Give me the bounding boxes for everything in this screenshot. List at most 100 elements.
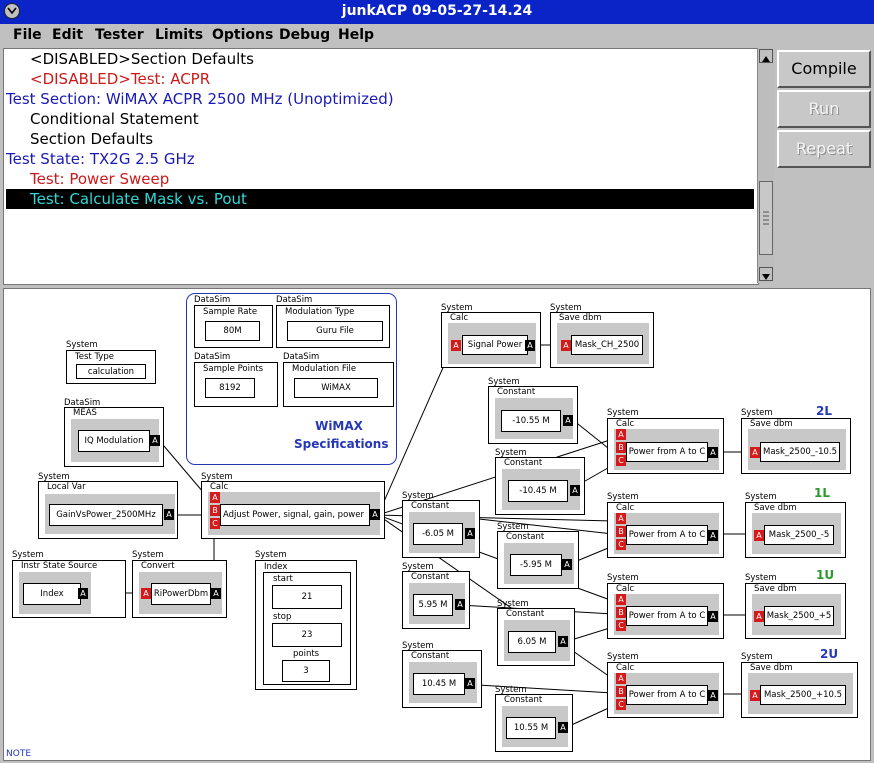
input-port-a[interactable]: A [750,447,760,458]
input-port-c[interactable]: C [616,539,626,550]
tree-item[interactable]: Section Defaults [30,130,154,148]
constant-block[interactable]: Constant -6.05 M A [402,500,480,558]
output-port[interactable]: A [78,588,88,599]
instr-state-block[interactable]: Instr State Source Index A [12,560,126,618]
output-port[interactable]: A [150,435,160,446]
constant-block[interactable]: Constant 10.55 M A [495,694,573,752]
points-value[interactable]: 3 [282,660,330,682]
input-port-c[interactable]: C [616,699,626,710]
input-port-a[interactable]: A [616,673,626,684]
menu-debug[interactable]: Debug [279,27,331,43]
tree-item-selected[interactable]: Test: Calculate Mask vs. Pout [6,189,754,209]
constant-block[interactable]: Constant -5.95 M A [497,531,579,589]
menu-file[interactable]: File [13,27,42,43]
output-port[interactable]: A [370,509,380,520]
input-port-b[interactable]: B [616,526,626,537]
output-port[interactable]: A [211,588,221,599]
tree-item[interactable]: Test State: TX2G 2.5 GHz [6,150,195,168]
calc-signal-block[interactable]: Calc Signal Power A A [441,312,541,368]
input-port-b[interactable]: B [616,686,626,697]
input-port-b[interactable]: B [210,505,220,516]
calc-1u-block[interactable]: Calc Power from A to C A B C A [607,583,724,639]
scroll-thumb[interactable] [759,181,773,255]
input-port-c[interactable]: C [616,620,626,631]
run-button[interactable]: Run [777,90,871,128]
menu-help[interactable]: Help [338,27,375,43]
output-port[interactable]: A [708,447,718,458]
input-port-a[interactable]: A [616,513,626,524]
input-port-a[interactable]: A [451,340,461,351]
calc-1l-block[interactable]: Calc Power from A to C A B C A [607,502,724,558]
output-port[interactable]: A [563,415,573,426]
constant-block[interactable]: Constant 6.05 M A [497,608,575,666]
tree-scrollbar[interactable] [757,48,774,283]
output-port[interactable]: A [708,530,718,541]
scroll-up-icon[interactable] [759,49,773,63]
menu-limits[interactable]: Limits [155,27,204,43]
stop-value[interactable]: 23 [272,623,342,647]
save-1u-block[interactable]: Save dbm Mask_2500_+5 A [745,583,846,639]
tree-item[interactable]: Test: Power Sweep [30,170,170,188]
block-owner: System [38,472,70,482]
tree-item[interactable]: <DISABLED>Section Defaults [30,50,254,68]
sample-rate-block[interactable]: Sample Rate 80M [194,305,273,348]
output-port[interactable]: A [558,722,568,733]
output-port[interactable]: A [558,636,568,647]
input-port-a[interactable]: A [754,530,764,541]
save-ch-block[interactable]: Save dbm Mask_CH_2500 A [550,312,654,368]
output-port[interactable]: A [465,678,475,689]
input-port-a[interactable]: A [750,690,760,701]
tree-item[interactable]: <DISABLED>Test: ACPR [30,70,211,88]
output-port[interactable]: A [164,509,174,520]
input-port-b[interactable]: B [616,442,626,453]
output-port[interactable]: A [465,528,475,539]
input-port-c[interactable]: C [616,455,626,466]
block-title: Constant [504,695,543,705]
save-1l-block[interactable]: Save dbm Mask_2500_-5 A [745,502,846,558]
modulation-type-block[interactable]: Modulation Type Guru File [276,305,390,348]
compile-button[interactable]: Compile [777,50,871,88]
scroll-down-icon[interactable] [759,267,773,281]
meas-block[interactable]: MEAS IQ Modulation A [64,407,164,467]
output-port[interactable]: A [708,690,718,701]
modulation-file-block[interactable]: Modulation File WiMAX [283,362,394,407]
menu-edit[interactable]: Edit [52,27,84,43]
output-port[interactable]: A [455,599,465,610]
local-var-block[interactable]: Local Var GainVsPower_2500MHz A [38,481,178,539]
output-port[interactable]: A [708,611,718,622]
save-2u-block[interactable]: Save dbm Mask_2500_+10.5 A [741,662,858,718]
constant-block[interactable]: Constant -10.45 M A [495,457,585,515]
menu-options[interactable]: Options [212,27,274,43]
output-port[interactable]: A [570,485,580,496]
input-port-a[interactable]: A [616,429,626,440]
input-port-c[interactable]: C [210,518,220,529]
input-port-a[interactable]: A [141,588,151,599]
output-port[interactable]: A [525,340,535,351]
constant-block[interactable]: Constant -10.55 M A [488,386,578,444]
input-port-a[interactable]: A [616,594,626,605]
menu-tester[interactable]: Tester [95,27,144,43]
save-2l-block[interactable]: Save dbm Mask_2500_-10.5 A [741,418,851,474]
test-type-block[interactable]: Test Type calculation [66,350,156,384]
block-owner: System [607,492,639,502]
input-port-a[interactable]: A [561,340,571,351]
tree-item[interactable]: Test Section: WiMAX ACPR 2500 MHz (Unopt… [6,90,394,108]
input-port-a[interactable]: A [210,492,220,503]
start-value[interactable]: 21 [272,585,342,609]
repeat-button[interactable]: Repeat [777,130,871,168]
index-block[interactable]: Index start 21 stop 23 points 3 [255,560,357,690]
output-port[interactable]: A [562,559,572,570]
tree-item[interactable]: Conditional Statement [30,110,199,128]
constant-block[interactable]: Constant 10.45 M A [402,650,482,708]
calc-main-block[interactable]: Calc Adjust Power, signal, gain, power A… [201,481,385,539]
convert-block[interactable]: Convert RiPowerDbm A A [132,560,227,618]
constant-block[interactable]: Constant 5.95 M A [402,571,470,629]
input-port-b[interactable]: B [616,607,626,618]
window-menu-icon[interactable] [4,3,20,19]
sample-points-block[interactable]: Sample Points 8192 [194,362,278,407]
calc-2l-block[interactable]: Calc Power from A to C A B C A [607,418,724,474]
calc-2u-block[interactable]: Calc Power from A to C A B C A [607,662,724,718]
input-port-a[interactable]: A [754,611,764,622]
block-title: Modulation Type [285,307,355,317]
block-owner: System [441,303,473,313]
